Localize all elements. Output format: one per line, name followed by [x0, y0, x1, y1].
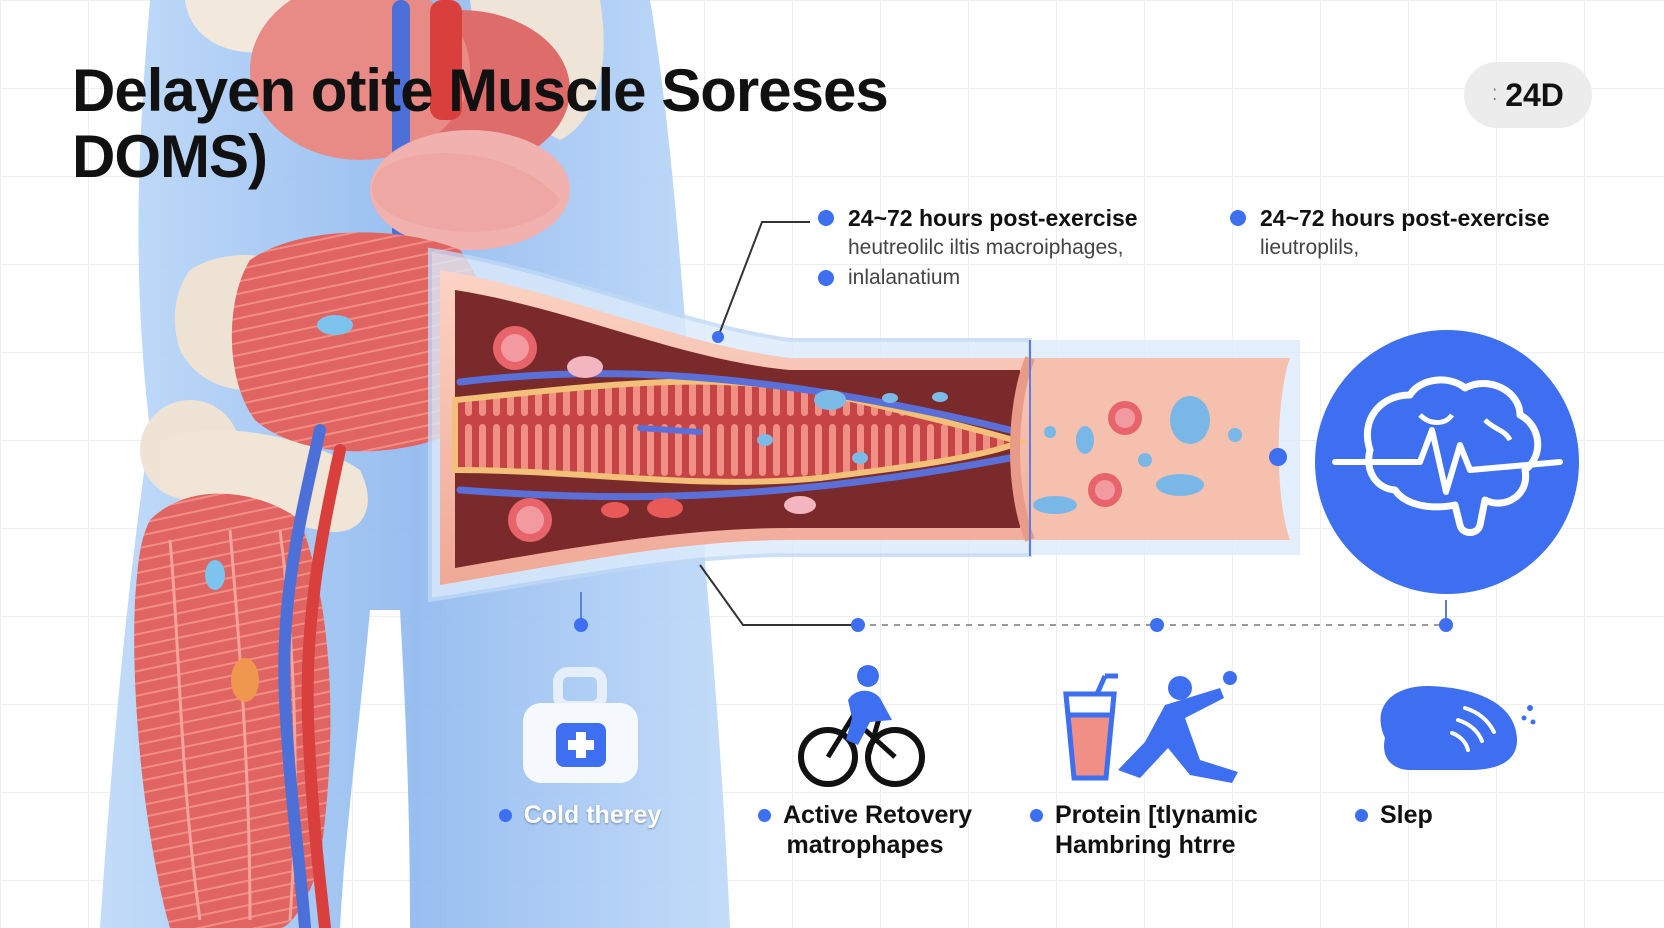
page-title-line-2: DOMS) — [72, 123, 268, 190]
timeline-note-2: 24~72 hours post-exercise lieutroplils, — [1230, 203, 1550, 263]
timeline-note-1: 24~72 hours post-exercise heutreolilc il… — [818, 203, 1138, 293]
recovery-label-active-recovery-line-2: matrophapes — [786, 831, 944, 859]
tissue-segment — [1010, 340, 1300, 556]
bullet-dot-icon — [758, 808, 771, 822]
bullet-dot-icon — [1355, 808, 1368, 822]
timeline-note-2-heading-row: 24~72 hours post-exercise — [1230, 203, 1550, 233]
abdominal-muscle — [231, 232, 490, 452]
duration-badge: ⁚ 24D — [1464, 62, 1592, 128]
recovery-label-sleep: Slep — [1355, 800, 1495, 830]
brain-signal-icon — [1315, 330, 1579, 594]
recovery-label-cold-therapy: Cold therey — [470, 800, 690, 830]
badge-dot-icon: ⁚ — [1492, 87, 1498, 104]
duration-badge-label: 24D — [1505, 76, 1564, 113]
timeline-note-2-sub-1: lieutroplils, — [1260, 236, 1360, 259]
sleep-icon — [1380, 685, 1536, 770]
bullet-dot-icon — [818, 210, 834, 226]
bullet-dot-icon — [498, 808, 512, 822]
recovery-label-cold-therapy-text: Cold therey — [523, 801, 662, 829]
connector-dots — [574, 331, 1453, 632]
timeline-note-1-sub-1: heutreolilc iltis macroiphages, — [848, 236, 1124, 259]
timeline-note-2-heading: 24~72 hours post-exercise — [1260, 205, 1550, 231]
first-aid-kit-icon — [523, 667, 638, 783]
recovery-label-protein-line-2: Hambring htrre — [1055, 831, 1236, 859]
timeline-note-1-sub-2: inlalanatium — [848, 266, 961, 289]
bullet-dot-icon — [1030, 808, 1043, 822]
page-title-line-1: Delayen otite Muscle Soreses — [72, 57, 889, 124]
recovery-label-active-recovery-line-1: Active Retovery — [783, 801, 972, 829]
muscle-cross-section — [428, 247, 1032, 603]
bullet-dot-icon — [818, 270, 834, 286]
organs — [185, 0, 604, 250]
recovery-label-protein-line-1: Protein [tlynamic — [1055, 801, 1258, 829]
recovery-label-protein: Protein [tlynamic Hambring htrre — [1030, 800, 1290, 860]
recovery-label-sleep-text: Slep — [1380, 801, 1433, 829]
cyclist-icon — [798, 665, 925, 787]
timeline-note-1-heading: 24~72 hours post-exercise — [848, 205, 1138, 231]
page-title: Delayen otite Muscle Soreses DOMS) — [72, 58, 1012, 190]
protein-shake-stretch-icon — [1063, 671, 1238, 783]
timeline-note-1-sub-2-row: inlalanatium — [818, 263, 1138, 293]
recovery-label-active-recovery: Active Retovery matrophapes — [730, 800, 1000, 860]
blood-vessels — [278, 424, 346, 928]
timeline-note-1-heading-row: 24~72 hours post-exercise — [818, 203, 1138, 233]
bullet-dot-icon — [1230, 210, 1246, 226]
